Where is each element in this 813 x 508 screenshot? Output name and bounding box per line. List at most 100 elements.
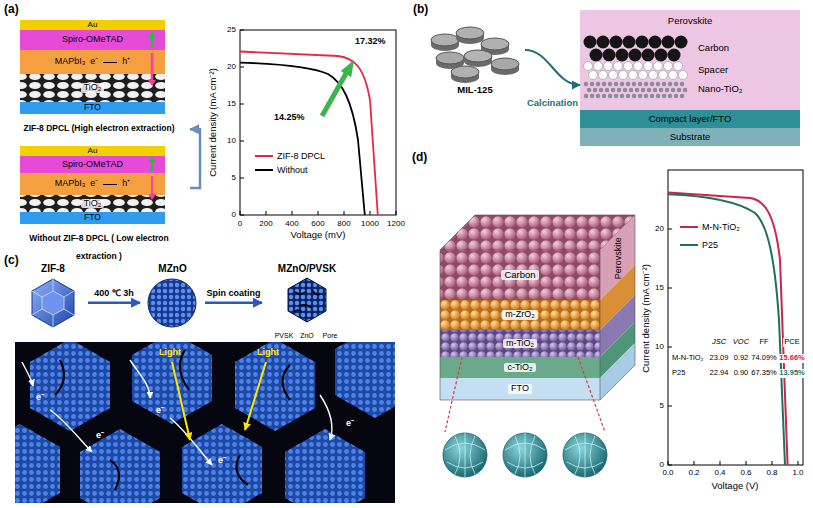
- tick-label: 5: [660, 401, 664, 410]
- electron-transport-illustration-part-part: [50, 410, 92, 452]
- carbon-layer: Carbon: [580, 35, 800, 61]
- node-text: Au: [88, 147, 98, 156]
- text-holder: MAPbI₃e⁻h⁺: [20, 173, 165, 195]
- carbon-device-drawing: [580, 10, 800, 146]
- tick-label: 0.2: [688, 468, 699, 477]
- table-cell: 67.35%: [750, 369, 777, 378]
- carbon-device-drawing-part-part: [669, 71, 678, 80]
- text-holder: Au: [20, 146, 165, 156]
- text-holder: Spiro-OMeTAD: [20, 156, 165, 173]
- legend-item: P25: [680, 240, 718, 250]
- legend-text: M-N-TiO₂: [702, 222, 740, 232]
- carbon-device-drawing-part: [580, 110, 800, 128]
- text-holder: Nano-TiO₂: [580, 79, 800, 100]
- carbon-device-drawing-part-part: [655, 49, 668, 62]
- carbon-device-drawing-part: [584, 36, 688, 62]
- table-cell: VOC: [732, 338, 750, 347]
- table-cell: M-N-TiO₂: [671, 354, 704, 363]
- device-stack: Without ZIF-8 DPCL ( Low electron extrac…: [8, 146, 190, 266]
- jv-chart-d-part: [668, 170, 803, 465]
- legend-text: P25: [702, 240, 718, 250]
- carbon-device-drawing-part-part: [614, 62, 623, 71]
- axis-title: Voltage (mV): [291, 230, 346, 241]
- edge-label: Spin coating: [207, 288, 261, 298]
- table-cell: 0.90: [733, 369, 750, 378]
- electron-transport-illustration-part-part: [320, 395, 332, 440]
- mesoscopic-stack-drawing-part-part: [445, 433, 485, 477]
- node-text: Compact layer/FTO: [649, 114, 732, 124]
- jv-chart-d-part: [668, 229, 798, 465]
- legend-item: Without: [255, 165, 308, 175]
- carbon-device-drawing-part-part: [624, 62, 633, 71]
- mesoscopic-stack-drawing-part: [440, 378, 600, 400]
- node-text: Spiro-OMeTAD: [62, 160, 123, 170]
- electron-transport-illustration-part-part-part: [285, 429, 365, 503]
- charge-link: [103, 62, 117, 63]
- mil125-drawing-part: [491, 58, 519, 70]
- mesoscopic-stack-drawing-part-part: [503, 433, 547, 477]
- carbon-device-drawing-part-part: [590, 49, 603, 62]
- jv-chart-a-part: [240, 63, 365, 215]
- zif8-crystal-drawing: [32, 279, 74, 327]
- device-stack-drawing-part: [148, 31, 156, 37]
- tick-label: 0.6: [740, 468, 751, 477]
- node-text: FTO: [508, 384, 532, 394]
- mzno-pvsk-composite: MZnO/PVSK: [262, 258, 352, 330]
- text-holder: Au: [20, 20, 165, 30]
- carbon-device-drawing-part-part: [649, 71, 658, 80]
- carbon-device-drawing-part-part: [639, 71, 648, 80]
- jv-chart-a: [240, 30, 396, 215]
- text-holder: FTO: [440, 378, 600, 400]
- carbon-device-drawing-part-part: [616, 49, 629, 62]
- electron-transport-illustration-part-part-part: [132, 342, 212, 424]
- jv-chart-d-part: [668, 194, 785, 465]
- node-text: m-TiO₂: [503, 339, 537, 349]
- electron-transport-illustration-part-part-part: [15, 424, 60, 503]
- charge-label: h⁺: [122, 179, 130, 189]
- tio2-layer: TiO₂: [20, 74, 165, 102]
- au-layer: Au: [20, 20, 165, 30]
- spacer-layer: Spacer: [580, 61, 800, 79]
- text-holder: TiO₂: [20, 74, 165, 102]
- mil125-precursor: MIL-125: [425, 18, 525, 98]
- tio2-layer: TiO₂: [20, 195, 165, 212]
- mesoscopic-stack-drawing-part: [443, 433, 607, 477]
- mzno-particle: MZnO: [140, 258, 205, 330]
- table-cell: 22.94: [709, 369, 730, 378]
- electron-label: e⁻: [346, 418, 354, 428]
- tick-label: 10: [655, 342, 664, 351]
- edge-label: Calcination: [527, 98, 578, 109]
- tick-label: 1.0: [792, 468, 803, 477]
- tick-label: 15: [655, 283, 664, 292]
- panel-letter: (a): [4, 3, 19, 17]
- zif8-crystal-drawing-part: [42, 291, 64, 315]
- text-holder: Without ZIF-8 DPCL ( Low electron extrac…: [8, 227, 190, 264]
- tick-label: 0.4: [714, 468, 725, 477]
- tick-label: 200: [259, 219, 272, 228]
- electron-transport-illustration-part-part-part: [182, 424, 262, 503]
- mesoscopic-stack-drawing-part: [440, 330, 600, 357]
- carbon-device-drawing-part-part: [649, 36, 662, 49]
- panel-letter: (b): [413, 3, 428, 17]
- electron-transport-illustration-part-part: [245, 362, 266, 430]
- device-stack-drawing-part: [20, 212, 165, 224]
- node-text: TiO₂: [81, 199, 105, 209]
- carbon-device-drawing-part-part: [584, 62, 593, 71]
- device-stack-drawing-part: [148, 80, 156, 86]
- mesoscopic-stack-drawing-part-part: [443, 433, 487, 477]
- text-holder: MZnO: [140, 258, 205, 276]
- au-layer: Au: [20, 146, 165, 156]
- carbon-device-drawing-part-part: [597, 36, 610, 49]
- mzno-pvsk-drawing: [286, 276, 328, 324]
- connector-arrow: [88, 301, 140, 304]
- tick-label: 20: [227, 62, 236, 71]
- legend-text: Without: [277, 165, 308, 175]
- carbon-device-drawing-part-part: [619, 71, 628, 80]
- electron-transport-illustration-part-part: [130, 360, 150, 398]
- carbon-device-drawing-part-part: [609, 71, 618, 80]
- tick-label: 400: [285, 219, 298, 228]
- node-text: Spacer: [698, 65, 728, 75]
- carbon-device-drawing-part-part: [654, 62, 663, 71]
- mil125-drawing-part: [464, 50, 492, 62]
